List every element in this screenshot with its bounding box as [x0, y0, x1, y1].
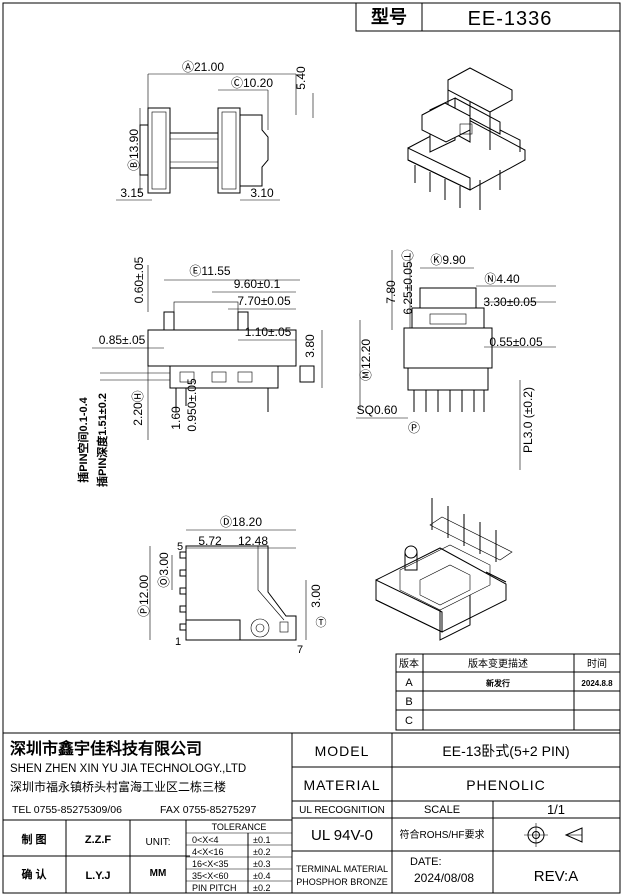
- dim-1820: Ⓓ18.20: [220, 515, 262, 529]
- dim-1200: Ⓟ12.00: [137, 575, 151, 617]
- dim-085: 0.85±.05: [99, 333, 146, 347]
- dim-1248: 12.48: [238, 534, 268, 548]
- revision-table: 版本 版本变更描述 时间 A 新发行 2024.8.8 B C: [395, 653, 621, 731]
- dim-n: Ⓝ4.40: [484, 272, 520, 286]
- dim-0950: 0.950±.05: [185, 378, 199, 432]
- isometric-view-upright: [407, 67, 526, 210]
- rev-col-time: 时间: [587, 657, 607, 670]
- drawn-by-label: 制 图: [21, 832, 46, 846]
- rev-row-b-version: B: [405, 696, 412, 708]
- pin-5-label: 5: [177, 541, 183, 553]
- dim-315: 3.15: [120, 186, 144, 200]
- dim-1220: Ⓜ12.20: [359, 339, 373, 381]
- date-label: DATE:: [410, 856, 442, 868]
- tol-value-5: ±0.2: [253, 883, 270, 893]
- dim-300r: 3.00: [309, 584, 323, 608]
- view-top: Ⓐ21.00 Ⓒ10.20 5.40 Ⓑ13.90 3.15 3.10: [116, 60, 314, 201]
- scale-value: 1/1: [547, 802, 565, 817]
- drawn-by-name: Z.Z.F: [85, 834, 112, 846]
- rev-row-a-description: 新发行: [486, 678, 510, 688]
- rohs-note: 符合ROHS/HF要求: [400, 828, 485, 841]
- dim-g: 7.70±0.05: [237, 294, 291, 308]
- company-tel: TEL 0755-85275309/06: [12, 804, 122, 816]
- dim-b: Ⓑ13.90: [127, 129, 141, 171]
- tol-value-2: ±0.2: [253, 847, 270, 857]
- rev-col-version: 版本: [399, 657, 419, 670]
- dim-625: 6.25±0.05Ⓛ: [401, 249, 415, 314]
- model-code: EE-1336: [468, 8, 553, 30]
- type-label: 型号: [371, 6, 407, 27]
- unit-label: UNIT:: [146, 837, 171, 848]
- tol-value-1: ±0.1: [253, 835, 270, 845]
- tolerance-title: TOLERANCE: [212, 822, 267, 832]
- tol-value-3: ±0.3: [253, 859, 270, 869]
- company-name-cn: 深圳市鑫宇佳科技有限公司: [10, 739, 202, 758]
- dim-f: 9.60±0.1: [234, 277, 281, 291]
- dim-060: 0.60±.05: [132, 256, 146, 303]
- pin-7-label: 7: [297, 644, 303, 656]
- pin-1-label: 1: [175, 636, 181, 648]
- view-front: Ⓔ11.55 9.60±0.1 7.70±0.05 0.60±.05 0.85±…: [76, 256, 323, 487]
- pin-depth-note: 插PIN深度1.51±0.2: [95, 393, 109, 487]
- tol-range-3: 16<X<35: [192, 859, 229, 869]
- tol-range-1: 0<X<4: [192, 835, 219, 845]
- tol-range-5: PIN PITCH: [192, 883, 237, 893]
- dim-a: Ⓐ21.00: [182, 60, 224, 74]
- revision-value: REV:A: [534, 868, 578, 885]
- dim-572: 5.72: [198, 534, 222, 548]
- dim-sq: SQ0.60: [357, 403, 398, 417]
- dim-c: Ⓒ10.20: [231, 76, 273, 90]
- ul-recognition-label: UL RECOGNITION: [299, 805, 385, 816]
- date-value: 2024/08/08: [414, 871, 474, 885]
- dim-780: 7.80: [384, 280, 398, 304]
- dim-380: 3.80: [303, 334, 317, 358]
- pin-gap-note: 插PIN空间0.1-0.4: [76, 396, 90, 482]
- view-bottom: Ⓓ18.20 5.72 12.48 Ⓞ3.00 Ⓟ12.00 3.00 5 1 …: [137, 515, 327, 656]
- company-fax: FAX 0755-85275297: [160, 804, 256, 816]
- model-header: 型号 EE-1336: [355, 2, 621, 32]
- dim-330: 3.30±0.05: [483, 295, 537, 309]
- mark-p: Ⓟ: [408, 421, 420, 435]
- tol-range-2: 4<X<16: [192, 847, 224, 857]
- confirmed-by-name: L.Y.J: [85, 870, 110, 882]
- isometric-view-inverted: [375, 498, 513, 641]
- terminal-material-label: TERMINAL MATERIAL: [296, 864, 388, 874]
- rev-col-description: 版本变更描述: [468, 657, 528, 670]
- dim-110: 1.10±.05: [245, 325, 292, 339]
- mark-t: Ⓣ: [316, 616, 327, 629]
- tol-value-4: ±0.4: [253, 871, 270, 881]
- rev-row-a-time: 2024.8.8: [581, 679, 613, 688]
- dim-k: Ⓚ9.90: [430, 253, 466, 267]
- terminal-material-value: PHOSPHOR BRONZE: [296, 877, 388, 887]
- material-value: PHENOLIC: [466, 777, 546, 793]
- dim-310: 3.10: [250, 186, 274, 200]
- dim-055: 0.55±0.05: [489, 335, 543, 349]
- dim-220: 2.20Ⓗ: [131, 390, 145, 425]
- company-name-en: SHEN ZHEN XIN YU JIA TECHNOLOGY.,LTD: [10, 763, 246, 775]
- title-block: 深圳市鑫宇佳科技有限公司 SHEN ZHEN XIN YU JIA TECHNO…: [2, 732, 621, 894]
- company-address: 深圳市福永镇桥头村富海工业区二栋三楼: [10, 779, 226, 794]
- dim-pl: PL3.0 (±0.2): [521, 387, 535, 453]
- dim-300v: Ⓞ3.00: [157, 552, 171, 588]
- model-value: EE-13卧式(5+2 PIN): [442, 743, 569, 759]
- dim-160: 1.60: [169, 406, 183, 430]
- projection-symbol: [524, 823, 583, 847]
- tol-range-4: 35<X<60: [192, 871, 229, 881]
- rev-row-c-version: C: [405, 715, 413, 727]
- confirmed-by-label: 确 认: [21, 867, 47, 881]
- model-label: MODEL: [315, 743, 370, 759]
- scale-label: SCALE: [424, 804, 460, 816]
- dim-d: 5.40: [294, 66, 308, 90]
- ul-value: UL 94V-0: [311, 827, 373, 844]
- dim-e: Ⓔ11.55: [189, 264, 230, 278]
- rev-row-a-version: A: [405, 677, 413, 689]
- material-label: MATERIAL: [304, 777, 381, 793]
- unit-value: MM: [150, 868, 167, 879]
- view-side: Ⓚ9.90 Ⓝ4.40 3.30±0.05 7.80 6.25±0.05Ⓛ 0.…: [356, 249, 556, 470]
